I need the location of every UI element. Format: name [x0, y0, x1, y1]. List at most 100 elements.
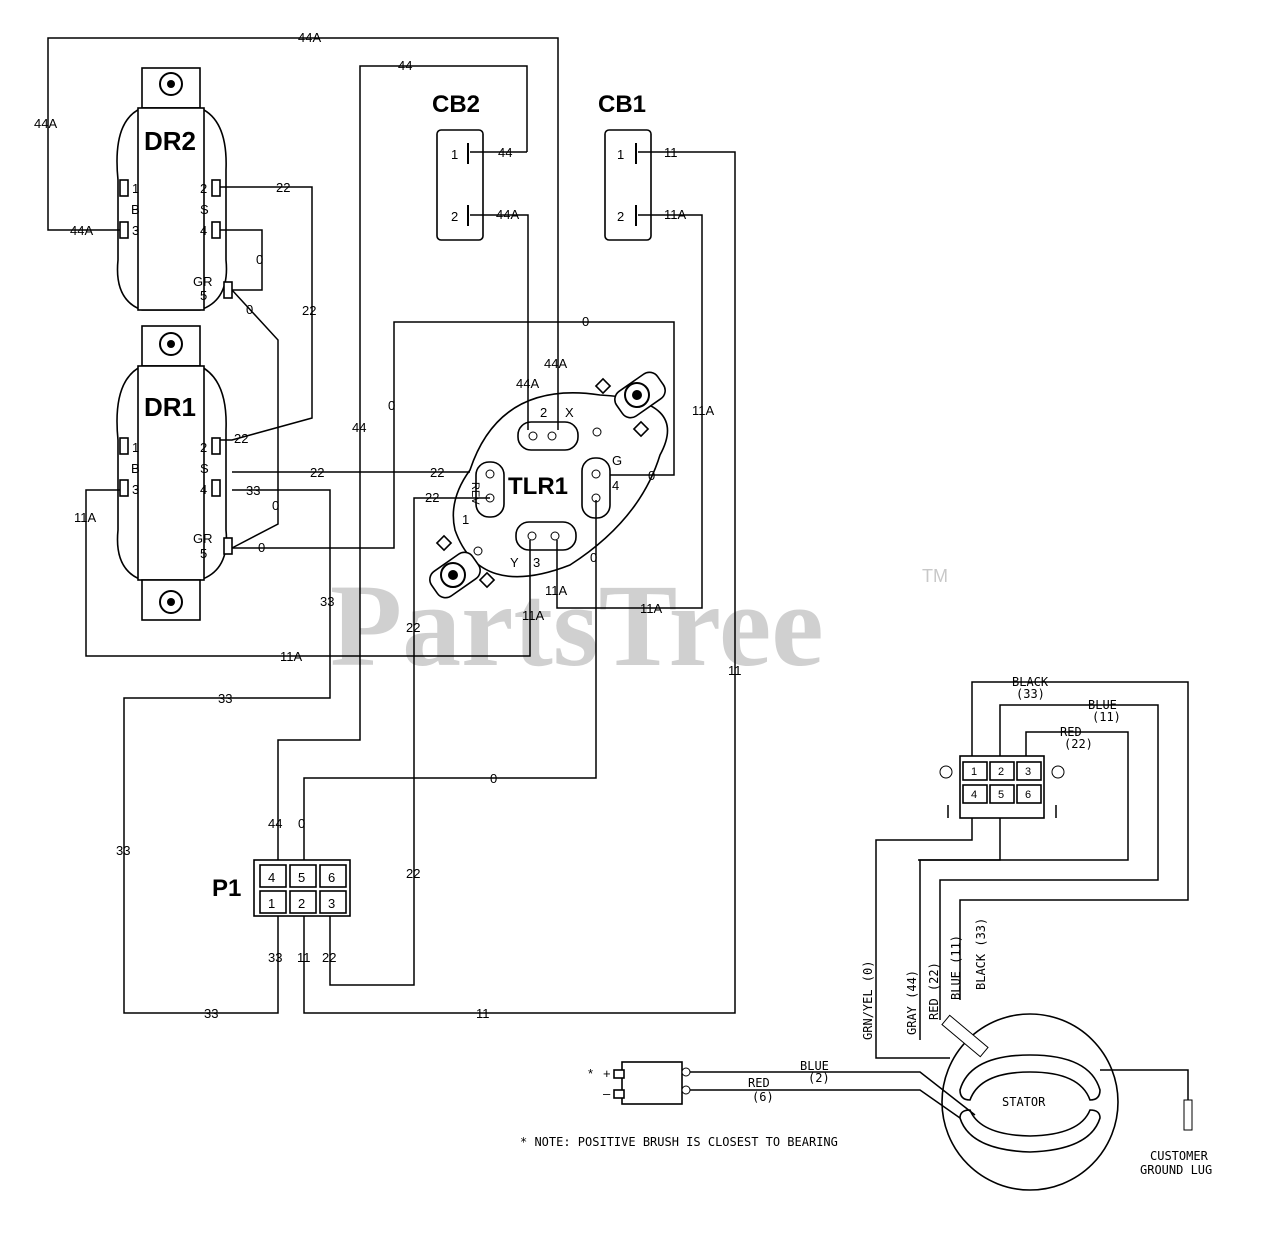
svg-text:22: 22 [322, 950, 336, 965]
svg-text:0: 0 [258, 540, 265, 555]
cb2-label: CB2 [432, 91, 480, 118]
svg-text:1: 1 [971, 766, 977, 778]
svg-text:2: 2 [617, 209, 624, 224]
svg-text:BLACK: BLACK [1012, 675, 1049, 689]
cb2-breaker: CB2 1 2 [432, 91, 484, 241]
svg-text:44: 44 [498, 145, 512, 160]
stator-section: 1 2 3 4 5 6 BLACK (33) BLUE (11) RED (22… [520, 675, 1212, 1191]
svg-text:22: 22 [302, 303, 316, 318]
svg-text:22: 22 [425, 490, 439, 505]
cb1-label: CB1 [598, 91, 646, 118]
dr2-module: DR2 1 B 3 2 S 4 GR 5 [116, 67, 233, 367]
wire-22-p1 [329, 497, 490, 986]
svg-text:5: 5 [998, 789, 1004, 801]
svg-text:GRAY (44): GRAY (44) [905, 970, 919, 1035]
svg-text:0: 0 [490, 771, 497, 786]
svg-text:G: G [612, 453, 622, 468]
wire-0-dr2 [220, 229, 263, 291]
wire-44a-top [47, 37, 559, 430]
svg-text:44A: 44A [70, 223, 93, 238]
wire-11a-cb1 [556, 214, 703, 609]
svg-text:–: – [603, 1086, 611, 1101]
svg-text:GRN/YEL (0): GRN/YEL (0) [861, 961, 875, 1040]
tlr1-label: TLR1 [508, 473, 568, 500]
dr1-module: DR1 1 B 3 2 S 4 GR 5 [116, 365, 233, 621]
svg-text:2: 2 [998, 766, 1004, 778]
svg-text:GR: GR [193, 531, 213, 546]
svg-text:44A: 44A [544, 356, 567, 371]
svg-text:33: 33 [116, 843, 130, 858]
wire-0-gr [231, 289, 279, 549]
wire-red-22 [919, 731, 1129, 1040]
svg-text:0: 0 [388, 398, 395, 413]
svg-text:11: 11 [476, 1006, 490, 1021]
cb1-breaker: CB1 1 2 [598, 91, 652, 241]
svg-text:2: 2 [200, 440, 207, 455]
svg-text:RED: RED [748, 1076, 770, 1090]
dr1-label: DR1 [144, 392, 196, 422]
svg-text:X: X [565, 405, 574, 420]
svg-text:33: 33 [268, 950, 282, 965]
svg-text:0: 0 [272, 498, 279, 513]
svg-text:0: 0 [298, 816, 305, 831]
wire-blue-2 [690, 1071, 976, 1116]
dr2-label: DR2 [144, 126, 196, 156]
svg-text:B: B [131, 202, 140, 217]
svg-text:11A: 11A [280, 649, 302, 664]
svg-text:5: 5 [200, 288, 207, 303]
svg-text:44: 44 [268, 816, 282, 831]
svg-text:5: 5 [298, 870, 305, 885]
svg-text:44: 44 [352, 420, 366, 435]
svg-text:CUSTOMER: CUSTOMER [1150, 1149, 1209, 1163]
svg-text:4: 4 [200, 482, 207, 497]
svg-text:Y: Y [510, 555, 519, 570]
svg-text:B: B [131, 461, 140, 476]
svg-text:22: 22 [310, 465, 324, 480]
svg-text:RED (22): RED (22) [927, 962, 941, 1020]
svg-text:RED: RED [1060, 725, 1082, 739]
svg-text:33: 33 [204, 1006, 218, 1021]
svg-text:3: 3 [132, 482, 139, 497]
svg-text:2: 2 [451, 209, 458, 224]
svg-text:3: 3 [328, 896, 335, 911]
svg-text:11: 11 [664, 145, 678, 160]
watermark: PartsTree [330, 560, 824, 691]
p1-connector: P1 4 5 6 1 2 3 [212, 859, 351, 917]
svg-text:6: 6 [328, 870, 335, 885]
brush-holder [621, 1061, 683, 1105]
svg-text:1: 1 [132, 440, 139, 455]
svg-text:22: 22 [276, 180, 290, 195]
svg-text:(11): (11) [1092, 710, 1121, 724]
svg-text:(6): (6) [752, 1090, 774, 1104]
p1-label: P1 [212, 875, 241, 902]
svg-text:11A: 11A [522, 608, 544, 623]
svg-text:REV: REV [469, 482, 481, 505]
svg-text:S: S [200, 202, 209, 217]
svg-text:22: 22 [430, 465, 444, 480]
ground-lug-icon [1183, 1099, 1193, 1131]
svg-text:4: 4 [200, 223, 207, 238]
svg-text:33: 33 [218, 691, 232, 706]
trademark: TM [922, 566, 948, 586]
svg-text:22: 22 [406, 866, 420, 881]
svg-text:2: 2 [540, 405, 547, 420]
svg-text:33: 33 [320, 594, 334, 609]
note: * NOTE: POSITIVE BRUSH IS CLOSEST TO BEA… [520, 1135, 838, 1149]
wire-blue-11 [939, 704, 1159, 1020]
plug-left-screw-icon [939, 765, 953, 779]
wire-33 [123, 489, 331, 1014]
svg-text:BLACK (33): BLACK (33) [974, 918, 988, 990]
svg-text:11A: 11A [692, 403, 714, 418]
svg-text:(2): (2) [808, 1071, 830, 1085]
svg-text:0: 0 [246, 302, 253, 317]
svg-text:44A: 44A [34, 116, 57, 131]
svg-text:2: 2 [298, 896, 305, 911]
svg-text:3: 3 [533, 555, 540, 570]
svg-text:0: 0 [590, 550, 597, 565]
svg-text:(22): (22) [1064, 737, 1093, 751]
svg-text:GR: GR [193, 274, 213, 289]
svg-text:11: 11 [728, 663, 742, 678]
wire-0-tlr1 [232, 321, 675, 549]
wire-harness: 44A 44A 44A 44A 44 44 44 44 44A 44A 11 1… [34, 30, 742, 1021]
